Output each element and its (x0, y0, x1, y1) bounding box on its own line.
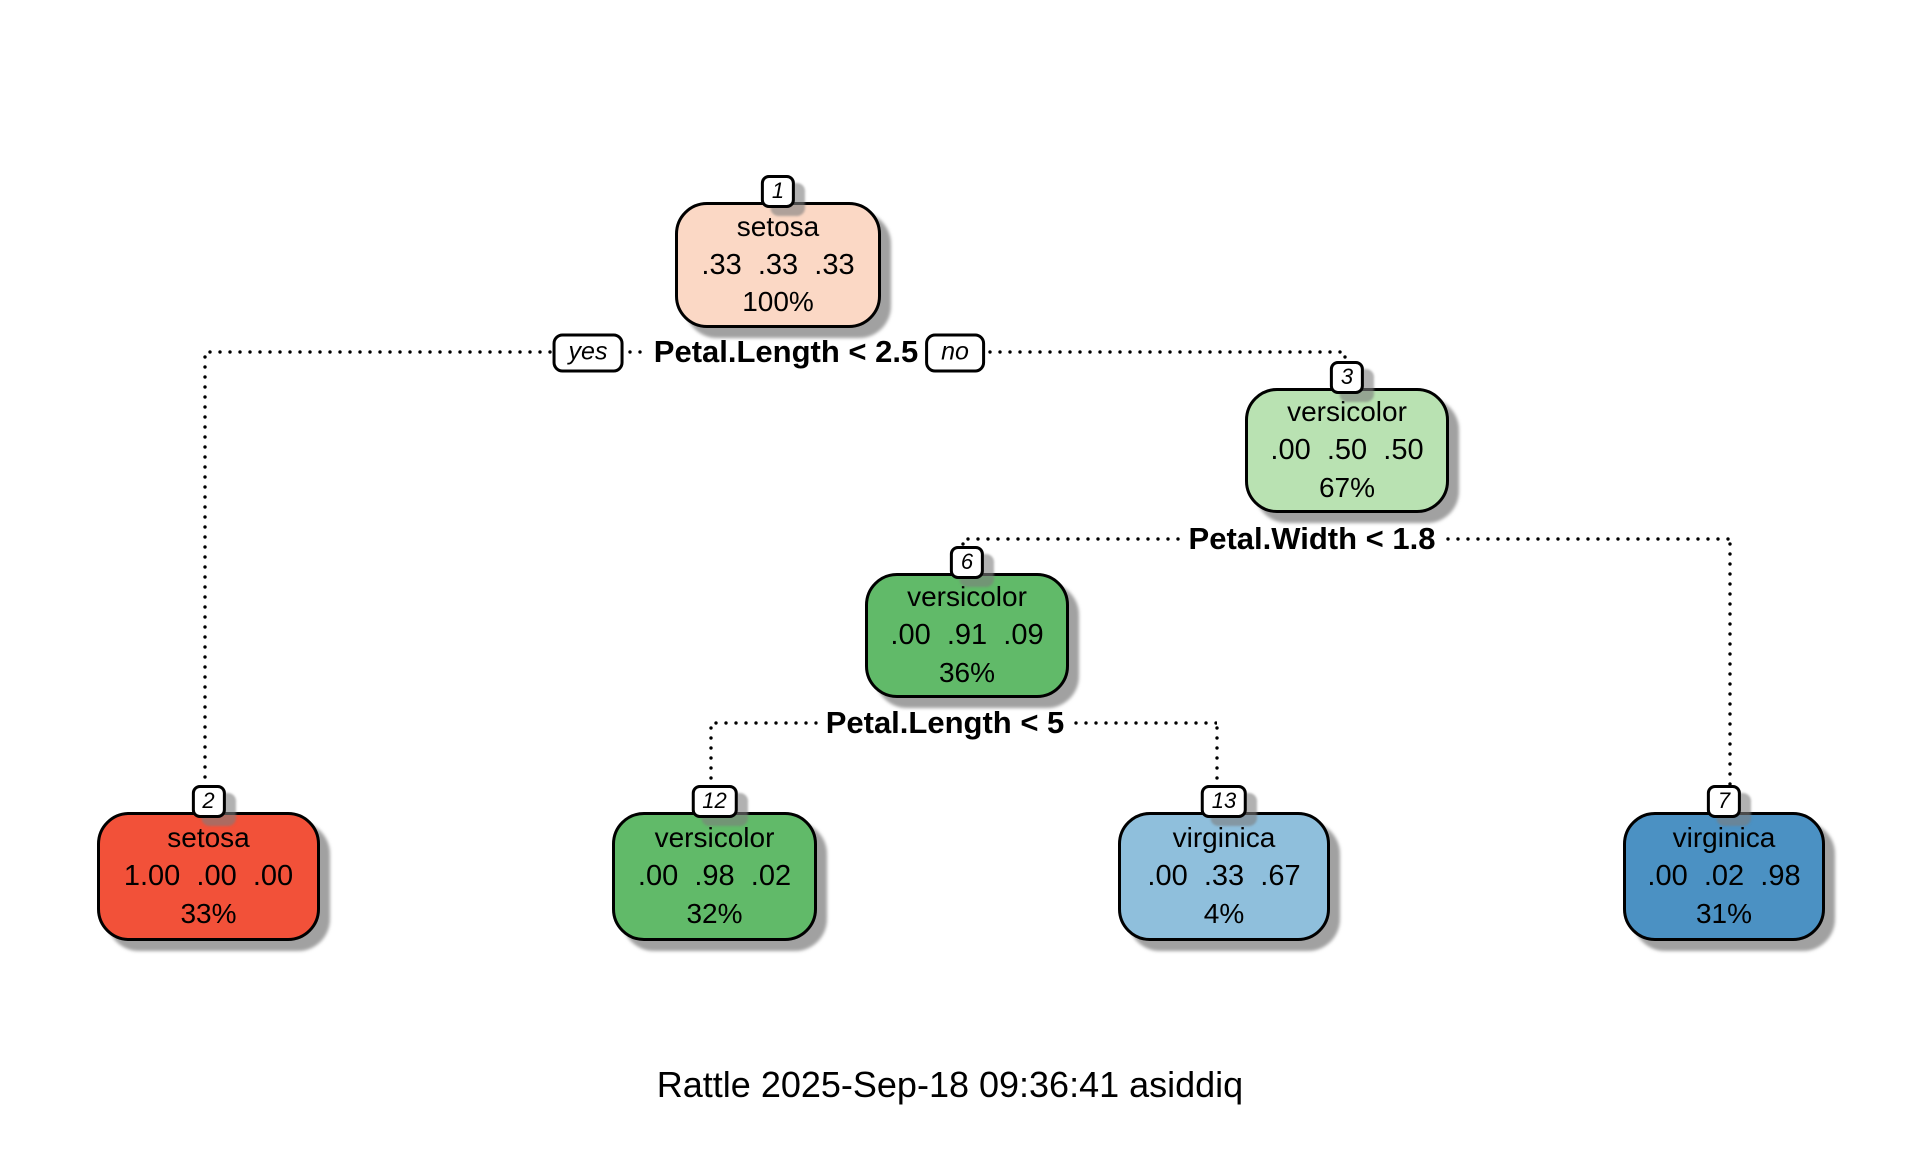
node-3-coverage: 67% (1318, 471, 1376, 503)
tree-node-1: 1 setosa .33 .33 .33 100% (675, 175, 881, 328)
tree-node-7: 7 virginica .00 .02 .98 31% (1623, 785, 1825, 941)
node-13-coverage: 4% (1203, 897, 1245, 929)
node-3-number-badge: 3 (1329, 361, 1365, 394)
node-7-number-badge: 7 (1706, 785, 1742, 818)
node-2-coverage: 33% (180, 897, 237, 929)
node-6-probabilities: .00 .91 .09 (890, 619, 1044, 652)
tree-node-2: 2 setosa 1.00 .00 .00 33% (97, 785, 320, 941)
node-13-number-badge: 13 (1200, 785, 1248, 818)
node-13-probabilities: .00 .33 .67 (1147, 860, 1301, 893)
yes-branch-badge: yes (552, 333, 624, 373)
node-1-coverage: 100% (742, 286, 814, 318)
node-7-coverage: 31% (1695, 897, 1753, 929)
tree-node-6: 6 versicolor .00 .91 .09 36% (865, 546, 1069, 698)
node-6-class-label: versicolor (907, 581, 1027, 613)
branch-line-to-node-13 (1215, 723, 1219, 787)
node-12-coverage: 32% (686, 897, 743, 929)
no-branch-badge: no (925, 333, 985, 373)
node-12-probabilities: .00 .98 .02 (637, 860, 792, 893)
node-2-class-label: setosa (167, 822, 250, 854)
node-12-number-badge: 12 (691, 785, 738, 818)
node-1-probabilities: .33 .33 .33 (701, 248, 855, 281)
node-12-class-label: versicolor (654, 822, 775, 854)
node-6-number-badge: 6 (949, 546, 985, 579)
split-condition-petal-length-5: Petal.Length < 5 (817, 705, 1073, 741)
tree-node-3: 3 versicolor .00 .50 .50 67% (1245, 361, 1449, 513)
node-1-class-label: setosa (736, 210, 820, 242)
branch-line-to-node-3 (1343, 352, 1347, 363)
node-2-probabilities: 1.00 .00 .00 (123, 860, 294, 893)
split-condition-petal-width-1-8: Petal.Width < 1.8 (1180, 521, 1444, 557)
node-13-class-label: virginica (1172, 822, 1276, 854)
branch-line-to-node-6 (961, 539, 965, 552)
node-2-number-badge: 2 (191, 785, 226, 818)
branch-line-to-node-7 (1728, 539, 1732, 788)
plot-caption: Rattle 2025-Sep-18 09:36:41 asiddiq (656, 1064, 1244, 1105)
split-condition-petal-length-2-5: Petal.Length < 2.5 (645, 334, 927, 370)
node-3-class-label: versicolor (1287, 396, 1407, 428)
tree-node-12: 12 versicolor .00 .98 .02 32% (612, 785, 817, 941)
node-7-class-label: virginica (1672, 822, 1776, 854)
node-6-coverage: 36% (938, 656, 996, 688)
branch-line-to-node-2 (203, 352, 207, 788)
node-7-probabilities: .00 .02 .98 (1647, 860, 1801, 893)
node-1-number-badge: 1 (760, 175, 796, 208)
node-3-probabilities: .00 .50 .50 (1270, 434, 1424, 467)
branch-line-to-node-12 (709, 723, 713, 787)
tree-node-13: 13 virginica .00 .33 .67 4% (1118, 785, 1330, 941)
